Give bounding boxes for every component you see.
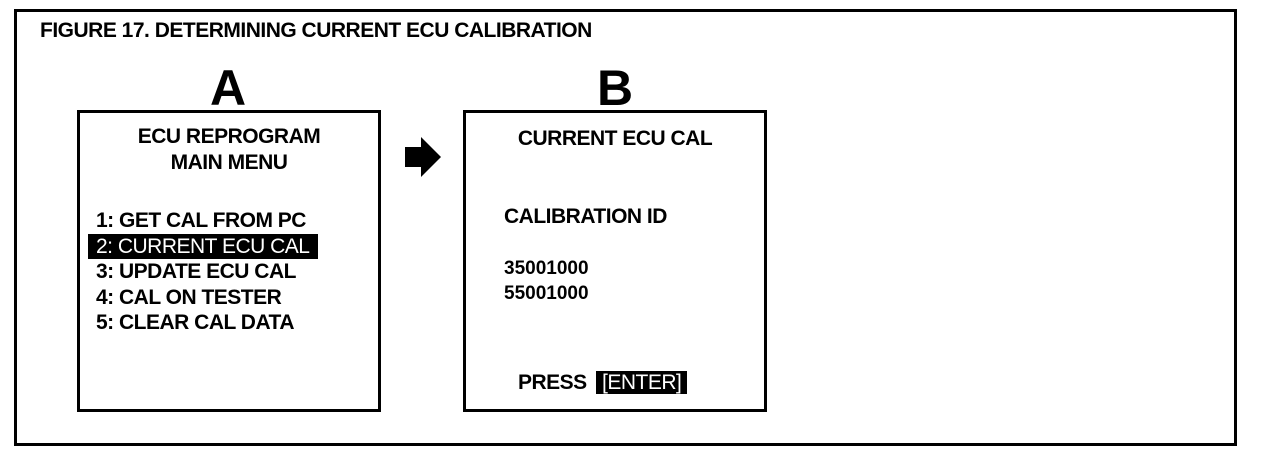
- figure-title: FIGURE 17. DETERMINING CURRENT ECU CALIB…: [40, 19, 592, 42]
- menu-heading: ECU REPROGRAM MAIN MENU: [80, 124, 378, 176]
- screen-b-current-ecu-cal: CURRENT ECU CAL CALIBRATION ID 35001000 …: [463, 110, 767, 412]
- menu-heading-line1: ECU REPROGRAM: [137, 125, 321, 148]
- menu-item-label: 1: GET CAL FROM PC: [96, 209, 306, 232]
- menu-list: 1: GET CAL FROM PC 2: CURRENT ECU CAL 3:…: [88, 208, 318, 336]
- menu-item-label-selected: 2: CURRENT ECU CAL: [88, 233, 318, 259]
- menu-item-clear-cal-data[interactable]: 5: CLEAR CAL DATA: [96, 310, 318, 336]
- calibration-id-values: 35001000 55001000: [504, 256, 589, 306]
- press-label: PRESS: [518, 371, 587, 394]
- calibration-id-value: 35001000: [504, 258, 589, 279]
- right-arrow-icon: [405, 137, 441, 177]
- menu-item-label: 4: CAL ON TESTER: [96, 285, 282, 309]
- figure-frame: [14, 9, 1237, 446]
- menu-item-cal-on-tester[interactable]: 4: CAL ON TESTER: [96, 285, 318, 311]
- menu-item-update-ecu-cal[interactable]: 3: UPDATE ECU CAL: [96, 259, 318, 285]
- screen-a-main-menu: ECU REPROGRAM MAIN MENU 1: GET CAL FROM …: [77, 110, 381, 412]
- calibration-id-value: 55001000: [504, 283, 589, 304]
- menu-item-current-ecu-cal[interactable]: 2: CURRENT ECU CAL: [88, 233, 318, 259]
- menu-item-label: 3: UPDATE ECU CAL: [96, 260, 296, 283]
- calibration-id-label: CALIBRATION ID: [504, 205, 667, 228]
- menu-heading-line2: MAIN MENU: [170, 151, 288, 174]
- menu-item-label: 5: CLEAR CAL DATA: [96, 311, 295, 334]
- cal-heading: CURRENT ECU CAL: [517, 127, 713, 150]
- menu-item-get-cal-from-pc[interactable]: 1: GET CAL FROM PC: [96, 208, 318, 234]
- press-enter-prompt: PRESS [ENTER]: [518, 371, 688, 395]
- panel-b-letter: B: [596, 60, 634, 116]
- panel-a-letter: A: [209, 60, 247, 116]
- enter-key[interactable]: [ENTER]: [596, 371, 688, 394]
